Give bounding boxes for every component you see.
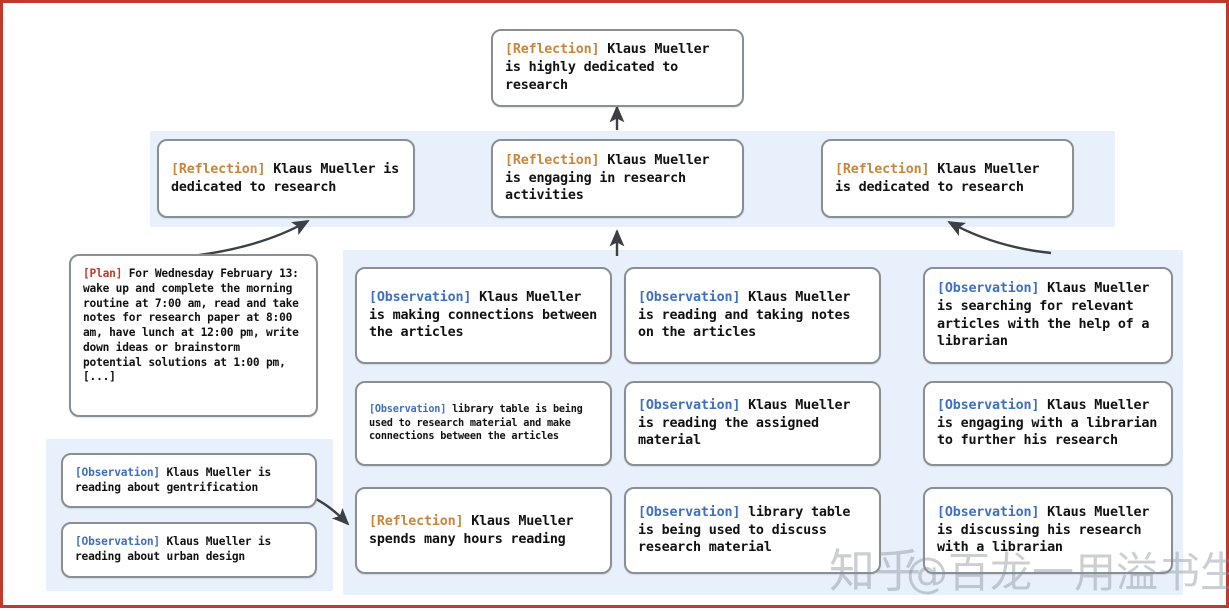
node-text: [Observation] Klaus Mueller is searching… xyxy=(937,280,1159,351)
tag-observation: [Observation] xyxy=(937,281,1040,297)
node-col2-observation-3[interactable]: [Observation] library table is being use… xyxy=(624,487,881,574)
tag-observation: [Observation] xyxy=(75,535,160,549)
node-left-observation-1[interactable]: [Observation] Klaus Mueller is reading a… xyxy=(61,453,317,508)
tag-observation: [Observation] xyxy=(937,504,1040,520)
node-text: [Observation] library table is being use… xyxy=(369,403,598,443)
node-text: [Observation] Klaus Mueller is reading t… xyxy=(638,397,867,450)
tag-observation: [Observation] xyxy=(369,289,472,305)
node-col3-observation-1[interactable]: [Observation] Klaus Mueller is searching… xyxy=(923,267,1173,364)
tag-observation: [Observation] xyxy=(75,465,160,479)
node-col2-observation-1[interactable]: [Observation] Klaus Mueller is reading a… xyxy=(624,267,881,364)
node-body-text: library table is being used to discuss r… xyxy=(638,504,851,556)
node-col3-observation-2[interactable]: [Observation] Klaus Mueller is engaging … xyxy=(923,381,1173,466)
node-text: [Observation] library table is being use… xyxy=(638,504,867,557)
node-text: [Observation] Klaus Mueller is discussin… xyxy=(937,504,1159,557)
node-reflection-left[interactable]: [Reflection] Klaus Mueller is dedicated … xyxy=(157,139,415,218)
node-root-reflection[interactable]: [Reflection] Klaus Mueller is highly ded… xyxy=(491,29,744,107)
node-body-text: Klaus Mueller is discussing his research… xyxy=(937,504,1150,556)
node-text: [Reflection] Klaus Mueller is dedicated … xyxy=(835,161,1060,196)
node-text: [Reflection] Klaus Mueller is highly ded… xyxy=(505,41,730,94)
tag-reflection: [Reflection] xyxy=(505,42,600,58)
tag-observation: [Observation] xyxy=(638,504,741,520)
node-body-text: Klaus Mueller is searching for relevant … xyxy=(937,281,1150,350)
node-col1-reflection[interactable]: [Reflection] Klaus Mueller spends many h… xyxy=(355,487,612,574)
node-col2-observation-2[interactable]: [Observation] Klaus Mueller is reading t… xyxy=(624,381,881,466)
node-body-text: Klaus Mueller spends many hours reading xyxy=(369,513,574,547)
node-body-text: Klaus Mueller is highly dedicated to res… xyxy=(505,42,710,93)
node-body-text: Klaus Mueller is engaging with a librari… xyxy=(937,397,1158,449)
node-col1-observation-1[interactable]: [Observation] Klaus Mueller is making co… xyxy=(355,267,612,364)
node-reflection-right[interactable]: [Reflection] Klaus Mueller is dedicated … xyxy=(821,139,1074,218)
node-text: [Reflection] Klaus Mueller is dedicated … xyxy=(171,161,401,196)
tag-observation: [Observation] xyxy=(638,289,741,305)
node-body-text: Klaus Mueller is reading about urban des… xyxy=(75,535,272,563)
node-col1-observation-2[interactable]: [Observation] library table is being use… xyxy=(355,381,612,466)
node-text: [Plan] For Wednesday February 13: wake u… xyxy=(83,267,304,385)
node-body-text: Klaus Mueller is reading and taking note… xyxy=(638,289,851,341)
node-body-text: Klaus Mueller is engaging in research ac… xyxy=(505,152,710,204)
node-text: [Observation] Klaus Mueller is reading a… xyxy=(75,466,303,496)
node-plan[interactable]: [Plan] For Wednesday February 13: wake u… xyxy=(69,254,318,417)
node-body-text: Klaus Mueller is reading the assigned ma… xyxy=(638,397,851,449)
node-left-observation-2[interactable]: [Observation] Klaus Mueller is reading a… xyxy=(61,522,317,578)
node-text: [Observation] Klaus Mueller is reading a… xyxy=(638,289,867,342)
node-body-text: Klaus Mueller is making connections betw… xyxy=(369,289,597,341)
tag-reflection: [Reflection] xyxy=(171,161,266,177)
node-text: [Observation] Klaus Mueller is reading a… xyxy=(75,535,303,565)
tag-observation: [Observation] xyxy=(638,397,741,413)
node-text: [Reflection] Klaus Mueller spends many h… xyxy=(369,513,598,548)
node-reflection-middle[interactable]: [Reflection] Klaus Mueller is engaging i… xyxy=(491,139,744,218)
node-text: [Reflection] Klaus Mueller is engaging i… xyxy=(505,152,730,205)
node-text: [Observation] Klaus Mueller is making co… xyxy=(369,289,598,342)
node-body-text: Klaus Mueller is reading about gentrific… xyxy=(75,465,272,494)
tag-observation: [Observation] xyxy=(937,397,1040,413)
node-col3-observation-3[interactable]: [Observation] Klaus Mueller is discussin… xyxy=(923,487,1173,574)
tag-observation: [Observation] xyxy=(369,404,447,416)
tag-reflection: [Reflection] xyxy=(505,152,600,168)
tag-reflection: [Reflection] xyxy=(835,161,930,177)
node-text: [Observation] Klaus Mueller is engaging … xyxy=(937,397,1159,450)
tag-plan: [Plan] xyxy=(83,267,123,280)
tag-reflection: [Reflection] xyxy=(369,513,464,529)
node-body-text: Klaus Mueller is dedicated to research xyxy=(835,161,1040,195)
node-body-text: Klaus Mueller is dedicated to research xyxy=(171,161,399,195)
node-body-text: library table is being used to research … xyxy=(369,404,583,443)
node-body-text: For Wednesday February 13: wake up and c… xyxy=(83,267,299,384)
